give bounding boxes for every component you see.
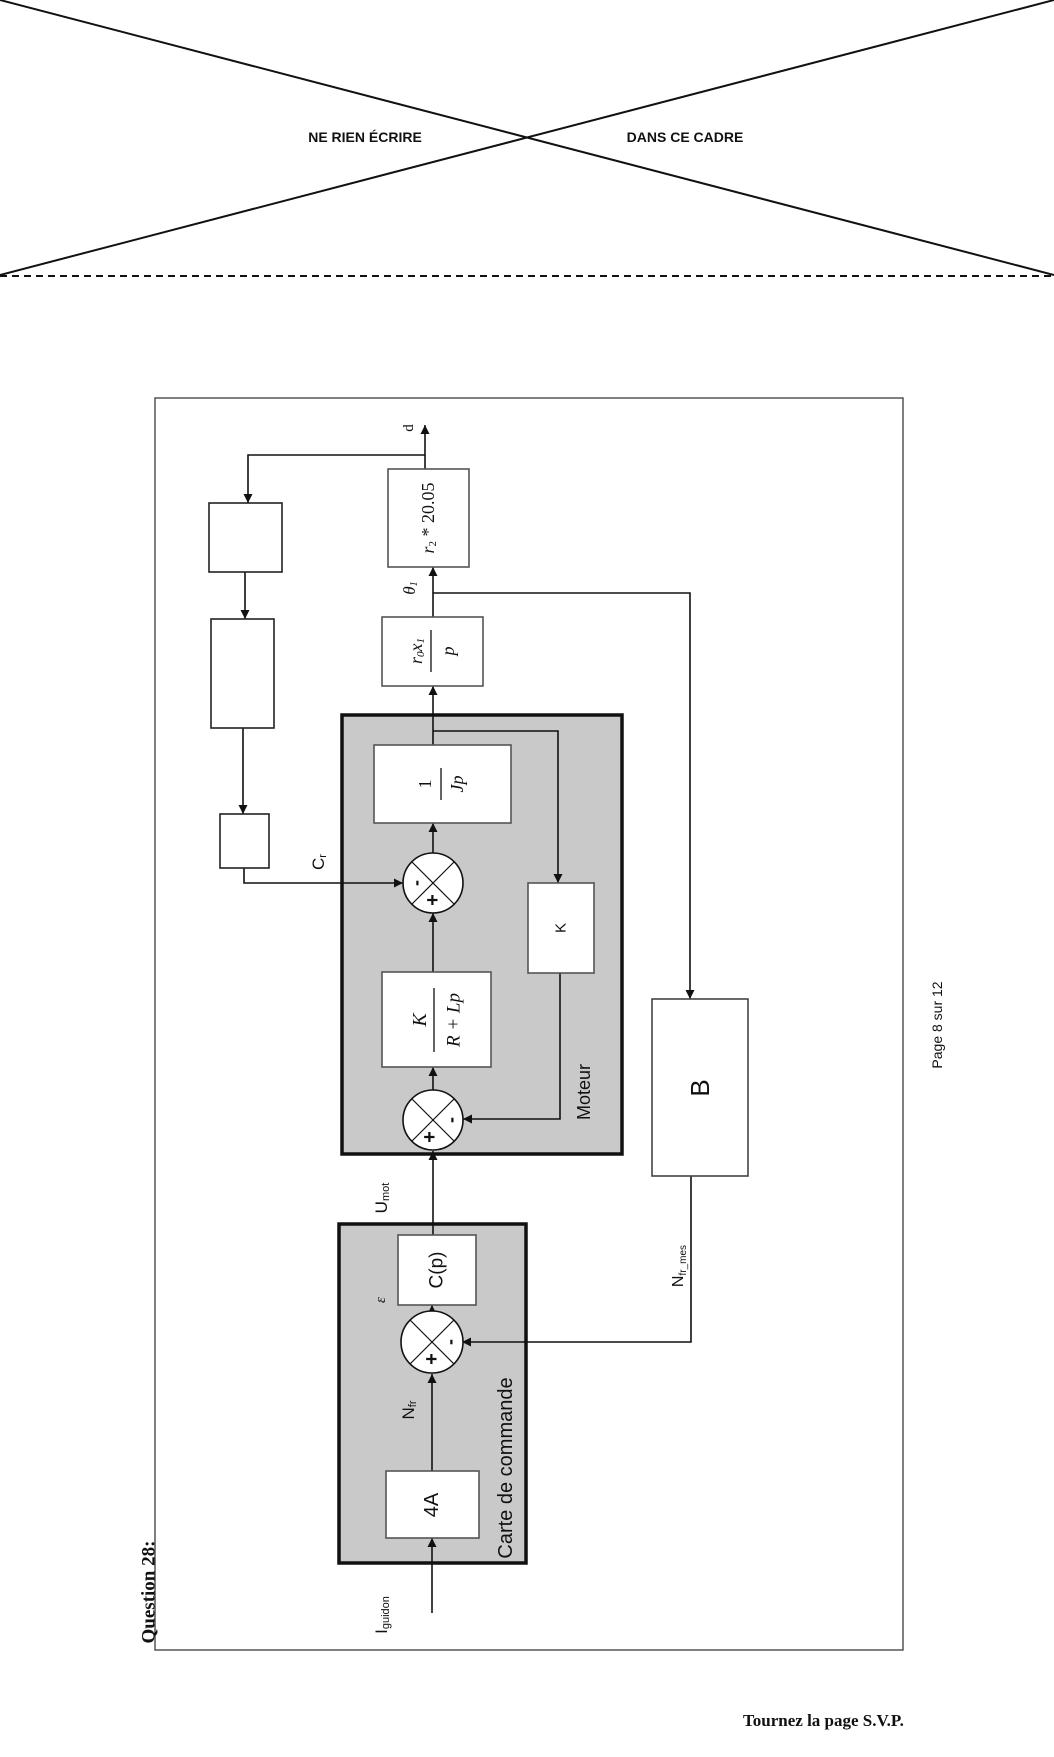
answer-frame [154,397,904,1651]
corrector-block [397,1234,477,1306]
mechanical-denominator: Jp [447,776,467,793]
input-signal-label: Iguidon [372,1596,393,1634]
minus-sign: - [441,1117,461,1123]
mechanical-numerator: 1 [415,780,435,789]
gain-4a-block [385,1470,480,1539]
measure-signal-label: Nfr_mes [670,1245,689,1287]
plus-sign: + [422,894,444,906]
voltage-signal-label: Umot [372,1183,393,1214]
setpoint-signal-label: Nfr [399,1400,420,1419]
sensor-label: B [685,1079,715,1096]
output-gain-label: r2 * 20.05 [418,482,439,553]
plus-sign: + [419,1131,441,1143]
integrator-block [381,616,484,687]
cross-line [0,0,1054,276]
mechanical-block [373,744,512,824]
no-write-zone: NE RIEN ÉCRIRE DANS CE CADRE [0,0,1054,277]
output-signal-label: d [401,424,417,432]
electrical-denominator: R + Lp [444,993,465,1048]
signal-lines [238,425,695,1613]
no-write-left-text: NE RIEN ÉCRIRE [308,129,422,145]
summing-junction-torque: + - [402,852,464,914]
question-label: Question 28: [139,1541,160,1644]
empty-block-3 [219,813,270,869]
integrator-numerator: r0x1 [406,638,427,664]
empty-block-1 [208,502,283,573]
summing-junction-voltage: + - [402,1089,464,1151]
minus-sign: - [440,1339,460,1345]
carte-group-label: Carte de commande [495,1377,517,1558]
error-signal-label: ε [373,1297,389,1303]
page-number: Page 8 sur 12 [929,981,945,1068]
electrical-block [381,971,492,1068]
minus-sign: - [406,880,426,886]
plus-sign: + [421,1353,443,1365]
back-emf-label: K [553,923,570,933]
gain-4a-label: 4A [421,1492,443,1517]
turn-page-note: Tournez la page S.V.P. [743,1711,904,1730]
empty-block-2 [210,618,275,729]
back-emf-block [527,882,595,974]
sensor-block [651,998,749,1177]
torque-signal-label: Cr [309,854,330,870]
output-gain-block [387,468,470,568]
moteur-group-label: Moteur [574,1064,594,1120]
summing-junction-error: + - [400,1310,464,1374]
angle-signal-label: θ1 [400,581,420,594]
integrator-denominator: p [438,647,458,658]
no-write-right-text: DANS CE CADRE [627,129,744,145]
electrical-numerator: K [409,1012,431,1028]
corrector-label: C(p) [427,1252,448,1289]
